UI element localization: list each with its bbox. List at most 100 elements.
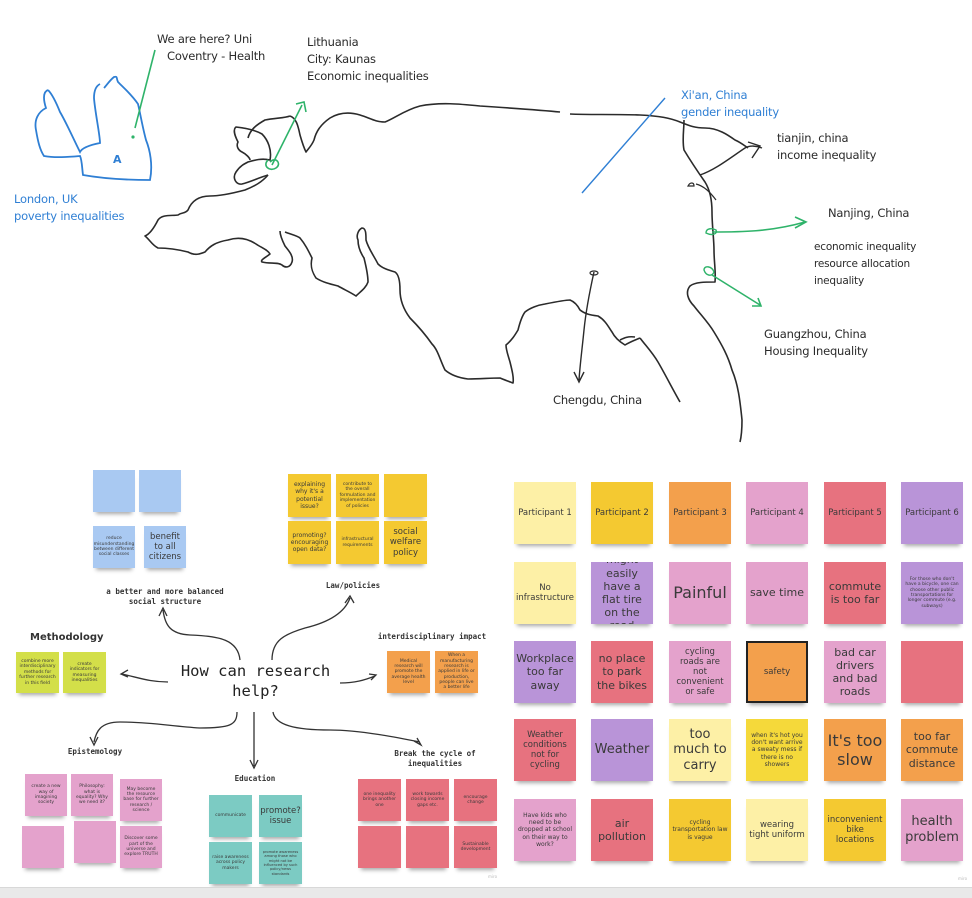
sticky-education-4[interactable]: promote awareness among those who might … [259,842,302,884]
bottom-scrollbar[interactable] [0,887,972,898]
annotation-lithuania-line3: Economic inequalities [307,69,429,83]
annotation-lithuania: Lithuania City: Kaunas Economic inequali… [307,34,429,85]
sticky-cycle-3[interactable]: encourage change [454,779,497,821]
sticky-epistemology-3[interactable]: May become the resource base for further… [120,779,162,821]
participant-note[interactable]: For those who don't have a bicycle, one … [901,562,963,624]
sticky-cycle-6[interactable]: Sustainable development [454,826,497,868]
annotation-coventry: We are here? Uni Coventry - Health [157,31,265,65]
participant-note[interactable]: when it's hot you don't want arrive a sw… [746,719,808,781]
participant-note[interactable]: too much to carry [669,719,731,781]
annotation-coventry-line1: We are here? Uni [157,32,253,46]
participant-note[interactable]: no place to park the bikes [591,641,653,703]
sticky-law-1[interactable]: explaining why it's a potential issue? [288,474,331,517]
participant-note[interactable]: No infrastructure [514,562,576,624]
sticky-cycle-1[interactable]: one inequality brings another one [358,779,401,821]
sticky-education-1[interactable]: communicate [209,795,252,837]
participant-note[interactable] [901,641,963,703]
sticky-epistemology-6[interactable]: Discover some part of the universe and e… [120,826,162,868]
map-drawing: A [34,49,808,443]
uk-outline [34,75,153,181]
participant-note[interactable]: air pollution [591,799,653,861]
participant-note[interactable]: commute is too far [824,562,886,624]
annotation-london-line2: poverty inequalities [14,209,125,223]
sticky-methodology-1[interactable]: combine more interdisciplinary methods f… [16,652,59,693]
participant-note[interactable]: too far commute distance [901,719,963,781]
participant-note[interactable]: Weather conditions not for cycling [514,719,576,781]
participant-header-4[interactable]: Participant 4 [746,482,808,544]
europe-south-coast [144,174,641,384]
sticky-interdisciplinary-2[interactable]: When a manufacturing research is applied… [435,651,478,693]
annotation-xian-line2: gender inequality [681,105,779,119]
participant-header-6[interactable]: Participant 6 [901,482,963,544]
participant-note[interactable]: cycling transportation law is vague [669,799,731,861]
participant-header-2[interactable]: Participant 2 [591,482,653,544]
sticky-epistemology-2[interactable]: Philosophy: what is equality? Why we nee… [71,774,113,816]
participant-note[interactable]: health problem [901,799,963,861]
participant-header-5[interactable]: Participant 5 [824,482,886,544]
participant-note[interactable]: Painful [669,562,731,624]
participant-header-3[interactable]: Participant 3 [669,482,731,544]
china-coast [682,119,743,443]
eurasia-outline [233,102,749,185]
participant-note[interactable]: safety [746,641,808,703]
annotation-coventry-line2: Coventry - Health [167,49,266,63]
sticky-law-6[interactable]: social welfare policy [384,521,427,564]
label-epistemology: Epistemology [67,747,123,756]
sticky-interdisciplinary-1[interactable]: Medical research will promote the averag… [387,651,430,693]
participant-note[interactable]: cycling roads are not convenient or safe [669,641,731,703]
sticky-epistemology-4[interactable] [22,826,64,868]
label-law: Law/policies [325,581,381,590]
annotation-guangzhou-line2: Housing Inequality [764,344,868,358]
mindmap-center-line1: How can research [180,662,331,680]
sticky-balanced-3[interactable]: reduce misunderstanding between differen… [93,526,135,568]
sticky-epistemology-1[interactable]: create a new way of imagining society [25,774,67,816]
participant-note[interactable]: wearing tight uniform [746,799,808,861]
annotation-london-line1: London, UK [14,192,78,206]
sticky-epistemology-5[interactable] [74,821,116,863]
sticky-balanced-2[interactable] [139,470,181,512]
sticky-cycle-5[interactable] [406,826,449,868]
annotation-lithuania-line1: Lithuania [307,35,359,49]
label-cycle: Break the cycle of inequalities [365,749,505,769]
sticky-education-3[interactable]: raise awareness across policy makers [209,842,252,884]
connector-education [249,712,259,770]
sticky-law-3[interactable] [384,474,427,517]
label-cycle-line1: Break the cycle of [394,749,476,758]
label-balanced-line1: a better and more balanced [106,587,224,596]
nanjing-pointer [711,216,808,233]
sticky-law-2[interactable]: contribute to the overall formulation an… [336,474,379,517]
sticky-methodology-2[interactable]: create indicators for measuring inequali… [63,652,106,693]
annotation-nanjing-title: Nanjing, China [828,206,910,220]
annotation-tianjin-line2: income inequality [777,148,877,162]
annotation-chengdu: Chengdu, China [553,393,642,407]
connector-law [271,594,355,661]
participant-note[interactable]: Weather [591,719,653,781]
participant-note[interactable]: It's too slow [824,719,886,781]
sticky-cycle-2[interactable]: work towards closing income gaps etc. [406,779,449,821]
mindmap-watermark: miro [488,874,498,879]
sticky-law-5[interactable]: infrastructural requirements [336,521,379,564]
participant-note[interactable]: might easily have a flat tire on the roa… [591,562,653,624]
sticky-education-2[interactable]: promote? issue [259,795,302,837]
annotation-nanjing: economic inequality resource allocation … [814,239,916,290]
participant-note[interactable]: inconvenient bike locations [824,799,886,861]
connector-balanced [158,606,241,661]
participant-note[interactable]: Workplace too far away [514,641,576,703]
participant-note[interactable]: Have kids who need to be dropped at scho… [514,799,576,861]
connector-interdisciplinary [339,673,378,684]
guangzhou-pointer [711,274,763,307]
sticky-cycle-4[interactable] [358,826,401,868]
connector-epistemology [89,711,238,747]
participant-note[interactable]: bad car drivers and bad roads [824,641,886,703]
sticky-balanced-1[interactable] [93,470,135,512]
tianjin-arrow [699,141,763,176]
participant-header-1[interactable]: Participant 1 [514,482,576,544]
chengdu-pointer [573,271,595,384]
label-balanced: a better and more balanced social struct… [90,587,240,607]
sticky-law-4[interactable]: promoting? encouraging open data? [288,521,331,564]
annotation-xian-line1: Xi'an, China [681,88,748,102]
annotation-tianjin: tianjin, china income inequality [777,130,876,164]
sticky-balanced-4[interactable]: benefit to all citizens [144,526,186,568]
annotation-nanjing-line1: economic inequality [814,241,917,253]
participant-note[interactable]: save time [746,562,808,624]
